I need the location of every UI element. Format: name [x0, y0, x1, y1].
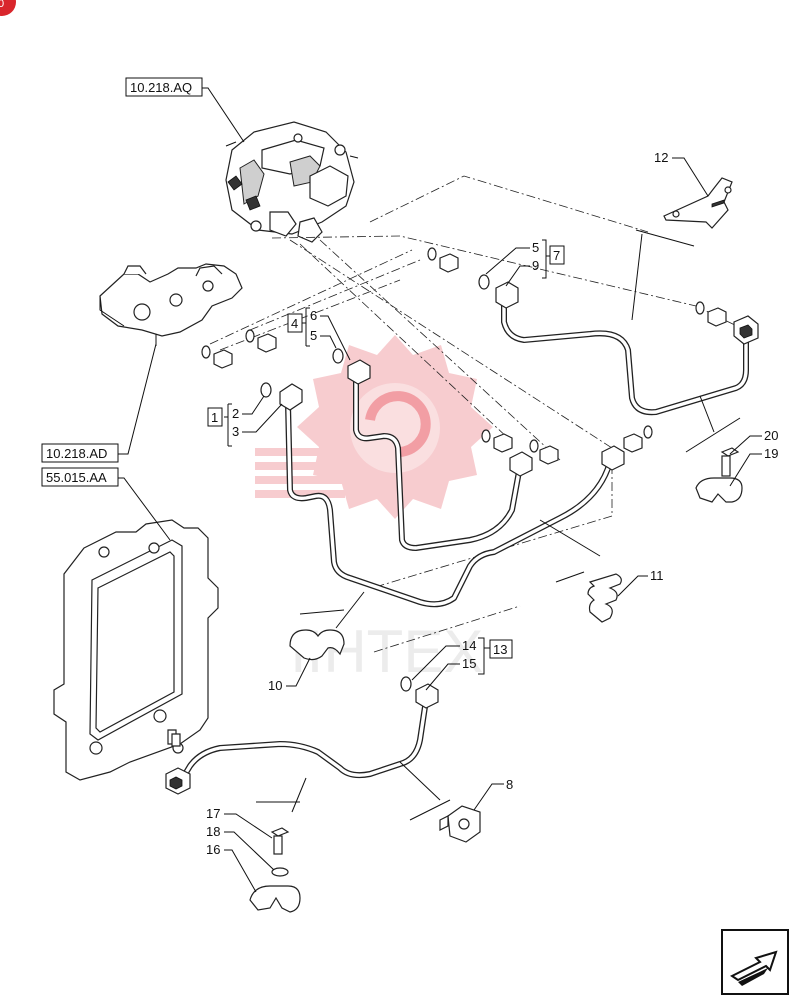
callout-18: 18 [206, 824, 275, 871]
callout-number: 15 [462, 656, 476, 671]
callout-number: 19 [764, 446, 778, 461]
callout-number: 12 [654, 150, 668, 165]
callout-number: 9 [532, 258, 539, 273]
callout-number: 2 [232, 406, 239, 421]
injection-pump [225, 121, 359, 243]
reference-label-ad[interactable]: 10.218.AD [41, 343, 157, 463]
kit-box-number: 4 [291, 316, 298, 331]
callout-number: 8 [506, 777, 513, 792]
callout-number: 5 [310, 328, 317, 343]
callout-16: 16 [206, 842, 257, 893]
fittings [165, 247, 759, 795]
kit-callout-7: 5 9 7 [485, 239, 565, 287]
callout-10: 10 [268, 657, 311, 693]
callout-number: 11 [650, 568, 664, 583]
kit-box-number: 1 [211, 410, 218, 425]
section-cut-lines [256, 229, 741, 821]
mounting-bracket [99, 263, 243, 346]
callout-8: 8 [473, 777, 513, 811]
reference-text: 10.218.AD [46, 446, 107, 461]
watermark: IIHTEX [255, 335, 493, 685]
corner-badge: 0 [0, 0, 16, 16]
callout-20: 20 [729, 428, 778, 455]
ecu-module [53, 519, 219, 781]
reference-text: 55.015.AA [46, 470, 107, 485]
callout-number: 6 [310, 308, 317, 323]
callout-17: 17 [206, 806, 273, 839]
kit-callout-13: 14 15 13 [411, 637, 513, 691]
callout-number: 10 [268, 678, 282, 693]
callout-11: 11 [617, 568, 664, 597]
kit-callout-4: 4 6 5 [287, 307, 351, 361]
callout-number: 17 [206, 806, 220, 821]
corner-badge-text: 0 [0, 0, 4, 10]
clips [249, 177, 743, 913]
injection-pipes [181, 295, 749, 779]
kit-box-number: 13 [493, 642, 507, 657]
callout-number: 20 [764, 428, 778, 443]
callout-number: 5 [532, 240, 539, 255]
callout-12: 12 [654, 150, 709, 197]
callout-number: 3 [232, 424, 239, 439]
reference-label-aa[interactable]: 55.015.AA [41, 467, 171, 541]
next-page-arrow-icon[interactable] [721, 929, 789, 995]
callout-19: 19 [729, 446, 778, 487]
kit-box-number: 7 [553, 248, 560, 263]
reference-label-aq[interactable]: 10.218.AQ [125, 77, 245, 143]
kit-callout-1: 1 2 3 [207, 395, 283, 447]
callout-number: 18 [206, 824, 220, 839]
reference-text: 10.218.AQ [130, 80, 192, 95]
callout-number: 14 [462, 638, 476, 653]
callout-number: 16 [206, 842, 220, 857]
